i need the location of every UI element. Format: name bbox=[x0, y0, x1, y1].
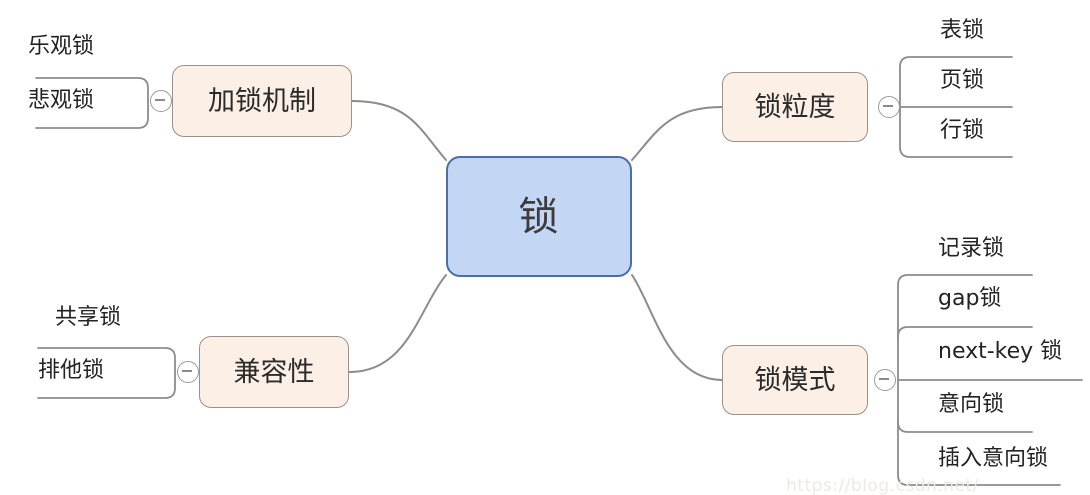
leaf-label-gap-lock[interactable]: gap锁 bbox=[938, 286, 1002, 311]
collapse-toggle-lock-mode[interactable] bbox=[874, 369, 896, 391]
branch-label-compatibility: 兼容性 bbox=[233, 356, 315, 388]
branch-label-lock-granularity: 锁粒度 bbox=[754, 91, 836, 123]
branch-node-lock-mode[interactable]: 锁模式 bbox=[722, 345, 868, 415]
collapse-toggle-compatibility[interactable] bbox=[177, 361, 199, 383]
branch-node-locking-mechanism[interactable]: 加锁机制 bbox=[172, 65, 352, 137]
minus-icon bbox=[883, 105, 893, 107]
connector-root-to-locking-mechanism bbox=[351, 100, 447, 161]
leaf-label-insert-intention-lock[interactable]: 插入意向锁 bbox=[938, 446, 1049, 471]
leaf-underline-gap-lock bbox=[897, 326, 1033, 338]
root-node[interactable]: 锁 bbox=[446, 156, 632, 277]
connector-root-to-lock-granularity bbox=[631, 106, 723, 161]
leaf-label-record-lock[interactable]: 记录锁 bbox=[938, 236, 1005, 261]
branch-node-compatibility[interactable]: 兼容性 bbox=[199, 336, 349, 408]
leaf-spine-compatibility bbox=[37, 347, 176, 399]
collapse-toggle-locking-mechanism[interactable] bbox=[150, 90, 172, 112]
minus-icon bbox=[182, 370, 192, 372]
leaf-label-page-lock[interactable]: 页锁 bbox=[940, 68, 985, 93]
leaf-label-row-lock[interactable]: 行锁 bbox=[940, 118, 985, 143]
leaf-spine-locking-mechanism bbox=[35, 77, 149, 129]
leaf-label-optimistic-lock[interactable]: 乐观锁 bbox=[28, 34, 95, 59]
connector-root-to-compatibility bbox=[348, 274, 447, 373]
leaf-label-shared-lock[interactable]: 共享锁 bbox=[55, 305, 122, 330]
leaf-underline-intention-lock bbox=[897, 421, 1033, 433]
collapse-toggle-lock-granularity[interactable] bbox=[878, 96, 900, 118]
branch-label-lock-mode: 锁模式 bbox=[754, 364, 836, 396]
root-node-label: 锁 bbox=[518, 193, 560, 240]
watermark: https://blog.csdn.net/ bbox=[786, 476, 979, 495]
leaf-label-next-key-lock[interactable]: next-key 锁 bbox=[938, 339, 1063, 364]
leaf-label-exclusive-lock[interactable]: 排他锁 bbox=[38, 358, 105, 383]
minus-icon bbox=[879, 378, 889, 380]
leaf-label-intention-lock[interactable]: 意向锁 bbox=[938, 392, 1005, 417]
branch-node-lock-granularity[interactable]: 锁粒度 bbox=[722, 72, 868, 142]
leaf-label-pessimistic-lock[interactable]: 悲观锁 bbox=[28, 88, 95, 113]
branch-label-locking-mechanism: 加锁机制 bbox=[208, 85, 316, 117]
minus-icon bbox=[155, 99, 165, 101]
leaf-label-table-lock[interactable]: 表锁 bbox=[940, 18, 985, 43]
connector-root-to-lock-mode bbox=[631, 274, 723, 381]
